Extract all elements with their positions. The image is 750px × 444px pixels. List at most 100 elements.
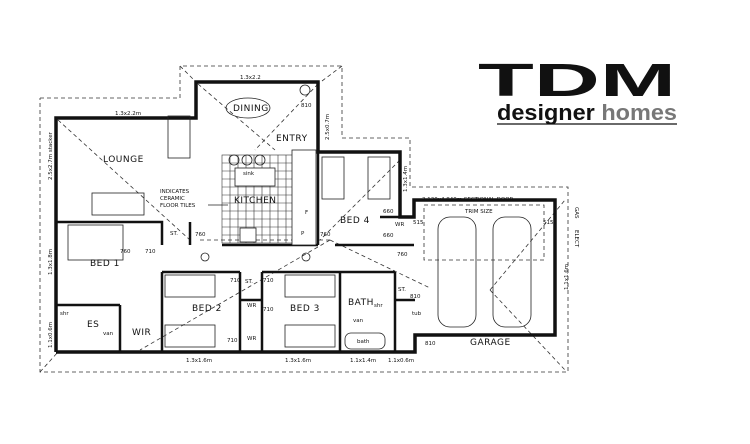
room-bath: BATH [348,298,374,308]
gas-meter-label: GAS [573,207,579,219]
window-label: 1.1x1.6m [564,264,570,290]
bed [284,324,336,348]
window-label: 1.3x1.6m [285,358,311,364]
bed [321,156,345,200]
door-label: 515 [413,220,424,226]
vanity-label: van [353,318,364,324]
bed [284,274,336,298]
door-label: 660 [383,209,394,215]
door-label: 760 [397,252,408,258]
ceramic-tile-area [221,149,317,246]
sofa [91,192,145,216]
bathtub [344,332,386,350]
room-ensuite: ES [87,320,99,330]
window-label: 1.3x2.2 [240,75,261,81]
vanity-label: van [103,331,114,337]
light-icon [200,252,210,262]
room-garage: GARAGE [470,338,511,348]
tiles-note: CERAMIC [160,196,185,202]
room-lounge: LOUNGE [103,155,144,165]
room-store: ST. [398,287,406,293]
cooktop [239,227,257,243]
room-entry: ENTRY [276,134,308,144]
tiles-note: INDICATES [160,189,190,195]
door-labels: 810 760 710 760 710 710 710 710 760 660 … [120,103,554,347]
window-label: 2.5x2.7m stacker [48,131,54,180]
room-bed-2: BED 2 [192,304,222,314]
car [492,216,532,328]
bed [367,156,391,200]
door-label: 515 [543,220,554,226]
garage-door-trim [423,204,545,261]
sofa [167,115,191,159]
door-label: 710 [145,249,156,255]
shower-label: shr [374,303,383,309]
dining-table [225,97,271,119]
bed [164,274,216,298]
electric-meter-label: ELECT [573,230,579,248]
room-bed-3: BED 3 [290,304,320,314]
logo-word-homes: homes [595,100,677,125]
light-icon [299,84,311,96]
stool [228,154,240,166]
fridge-label: F [305,210,308,216]
window-dimensions: 1.3x2.2m 1.3x2.2 2.5x2.7m stacker 2.5x0.… [48,75,570,364]
wr-label: WR [247,336,256,342]
wr-label: WR [395,222,404,228]
tiles-note: FLOOR TILES [160,203,196,209]
garage-door-note: 2,120x4,840m SECTIONAL DOOR [422,197,514,203]
door-label: 810 [301,103,312,109]
room-wir: WIR [132,328,151,338]
window-label: 1.3x1.8m [48,249,54,275]
logo-brand: TDM [478,54,676,106]
furniture [67,84,545,350]
notes: INDICATES CERAMIC FLOOR TILES 2,120x4,84… [160,189,579,248]
door-label: 760 [195,232,206,238]
window-label: 1.1x0.6m [388,358,414,364]
stool [241,154,253,166]
room-dining: DINING [233,104,269,114]
bed [67,224,124,261]
fixture-labels: sink F P WR WR WR tub van van shr shr ba… [60,171,422,345]
tub-label: tub [412,311,422,317]
room-bed-4: BED 4 [340,216,370,226]
sink-label: sink [243,171,255,177]
room-store: ST. [245,279,253,285]
door-label: 810 [425,341,436,347]
door-label: 660 [383,233,394,239]
tdm-logo: TDM designer homes [478,54,677,125]
door-label: 710 [227,338,238,344]
door-label: 710 [263,278,274,284]
window-label: 1.1x0.6m [48,322,54,348]
stool [254,154,266,166]
room-kitchen: KITCHEN [234,196,277,206]
window-label: 1.3x1.6m [186,358,212,364]
kitchen-island [234,167,276,187]
shower-label: shr [60,311,69,317]
logo-tagline: designer homes [497,100,677,125]
interior-walls [56,152,415,352]
door-label: 760 [120,249,131,255]
logo-word-designer: designer [497,100,595,125]
bath-label: bath [357,339,370,345]
room-bed-1: BED 1 [90,259,120,269]
window-label: 1.3x1.4m [403,166,409,192]
roof-outline [39,65,569,373]
window-label: 2.5x0.7m [325,114,331,140]
bed [164,324,216,348]
window-label: 1.1x1.4m [350,358,376,364]
wr-label: WR [247,303,256,309]
kitchen-bench [291,149,317,246]
room-store: ST. [170,231,178,237]
door-label: 760 [320,232,331,238]
door-label: 810 [410,294,421,300]
car [437,216,477,328]
trim-size-note: TRIM SIZE [464,209,493,215]
room-labels: LOUNGE DINING ENTRY KITCHEN BED 4 BED 1 … [87,104,511,348]
light-icon [301,252,311,262]
door-label: 710 [230,278,241,284]
door-label: 710 [263,307,274,313]
pantry-label: P [301,231,305,237]
window-label: 1.3x2.2m [115,111,141,117]
